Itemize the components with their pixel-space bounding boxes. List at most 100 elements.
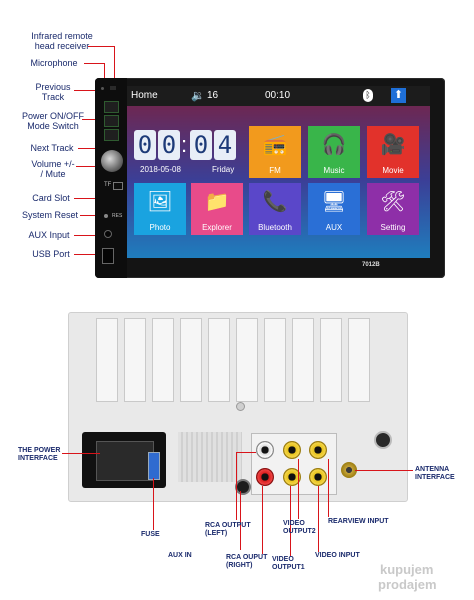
callout-line — [298, 459, 300, 519]
phone-bluetooth-icon: 📞 — [262, 191, 288, 213]
aux-jack[interactable] — [104, 230, 112, 238]
callout-ir-receiver: Infrared remote head receiver — [31, 31, 93, 51]
heatsink-fin — [292, 318, 314, 402]
callout-system-reset: System Reset — [21, 210, 79, 220]
tile-label: Movie — [382, 166, 404, 175]
callout-line — [74, 90, 104, 92]
callout-line — [82, 119, 104, 121]
heatsink-fin — [348, 318, 370, 402]
video-output2-jack — [283, 441, 301, 459]
rear-vents — [178, 432, 242, 482]
tile-explorer[interactable]: 📁 Explorer — [191, 183, 243, 235]
previous-track-button[interactable] — [104, 101, 119, 113]
callout-line — [328, 459, 330, 517]
callout-line — [88, 46, 114, 48]
home-label[interactable]: Home — [131, 90, 158, 101]
tile-bluetooth[interactable]: 📞 Bluetooth — [249, 183, 301, 235]
label-aux-in: AUX IN — [168, 552, 192, 559]
label-fuse: FUSE — [141, 531, 160, 538]
callout-card-slot: Card Slot — [32, 193, 70, 203]
bluetooth-icon: ᛒ — [363, 89, 373, 102]
tile-setting[interactable]: 🛠 Setting — [367, 183, 419, 235]
power-mode-button[interactable] — [104, 115, 119, 127]
usb-port[interactable] — [102, 248, 114, 264]
home-icon[interactable]: ⬆ — [391, 88, 406, 103]
tile-label: Setting — [380, 223, 406, 232]
card-slot[interactable] — [113, 182, 123, 190]
callout-line — [76, 166, 106, 168]
tile-movie[interactable]: 🎥 Movie — [367, 126, 419, 178]
callout-microphone: Microphone — [30, 58, 78, 68]
reset-button[interactable] — [104, 214, 108, 218]
label-video-output2: VIDEO OUTPUT2 — [283, 520, 316, 535]
callout-power-mode: Power ON/OFF Mode Switch — [21, 111, 84, 131]
callout-line — [104, 63, 106, 89]
fuse — [148, 452, 160, 480]
clock-digit: 0 — [134, 130, 156, 160]
tile-label: Music — [323, 166, 345, 175]
speaker-icon: 🔉 — [191, 90, 205, 102]
clock-widget: 0 0 : 0 4 2018-05-08 Friday — [134, 126, 240, 178]
tile-aux[interactable]: 🖥 AUX — [308, 183, 360, 235]
callout-line — [74, 198, 104, 200]
radio-icon: 📻 — [262, 134, 288, 156]
headphones-icon: 🎧 — [321, 134, 347, 156]
callout-line — [78, 148, 104, 150]
heatsink-fin — [96, 318, 118, 402]
tile-label: Photo — [149, 223, 171, 232]
heatsink-fin — [124, 318, 146, 402]
rear-screw — [236, 402, 245, 411]
model-number: 7012B — [362, 262, 380, 268]
tile-label: Explorer — [202, 223, 232, 232]
tile-photo[interactable]: 🖼 Photo — [134, 183, 186, 235]
tile-fm[interactable]: 📻 FM — [249, 126, 301, 178]
ir-receiver — [110, 86, 116, 90]
video-input-jack — [309, 468, 327, 486]
callout-line — [236, 452, 256, 454]
volume-knob[interactable] — [101, 150, 123, 172]
clock-day: Friday — [212, 165, 235, 174]
clock-date: 2018-05-08 — [140, 165, 181, 174]
aux-monitor-icon: 🖥 — [321, 191, 347, 213]
clock-digit: 0 — [158, 130, 180, 160]
heatsink-fin — [180, 318, 202, 402]
label-video-output1: VIDEO OUTPUT1 — [272, 556, 305, 571]
callout-line — [318, 486, 320, 552]
tf-label: TF — [104, 182, 112, 188]
rca-left-jack — [256, 441, 274, 459]
tile-label: AUX — [325, 223, 343, 232]
folder-icon: 📁 — [204, 191, 230, 213]
tile-label: FM — [269, 166, 281, 175]
antenna-socket — [341, 462, 357, 478]
callout-usb-port: USB Port — [32, 249, 70, 259]
callout-next-track: Next Track — [30, 143, 74, 153]
clock-digit: 0 — [190, 130, 212, 160]
callout-line — [114, 46, 116, 86]
tile-music[interactable]: 🎧 Music — [308, 126, 360, 178]
heatsink-fin — [208, 318, 230, 402]
label-rearview-input: REARVIEW INPUT — [328, 518, 389, 525]
tile-label: Bluetooth — [258, 223, 292, 232]
heatsink-fin — [152, 318, 174, 402]
clock-colon: : — [181, 132, 188, 157]
status-bar: Home 🔉 16 00:10 ᛒ ⬆ — [127, 86, 430, 106]
callout-line — [74, 235, 104, 237]
video-output1-jack — [283, 468, 301, 486]
watermark-line2: prodajem — [378, 577, 437, 592]
microphone-hole — [101, 87, 104, 90]
next-track-button[interactable] — [104, 129, 119, 141]
callout-line — [62, 453, 100, 455]
label-video-input: VIDEO INPUT — [315, 552, 360, 559]
callout-line — [153, 478, 155, 530]
photo-icon: 🖼 — [147, 191, 173, 213]
clock-digit: 4 — [214, 130, 236, 160]
heatsink-fin — [236, 318, 258, 402]
heatsink-fins — [82, 318, 392, 410]
callout-line — [240, 491, 242, 550]
rearview-input-jack — [309, 441, 327, 459]
wrench-screwdriver-icon: 🛠 — [380, 191, 406, 213]
callout-line — [74, 254, 104, 256]
power-connector-pins — [96, 441, 154, 481]
res-label: RES — [112, 213, 123, 219]
rear-mount-hole — [374, 431, 392, 449]
